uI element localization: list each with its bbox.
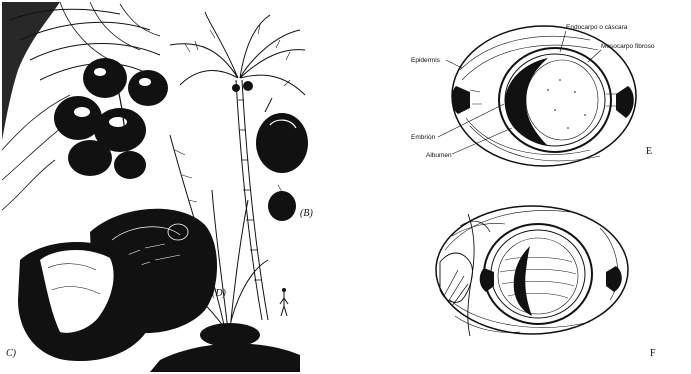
panel-label-c: C) — [6, 348, 17, 359]
label-albumen: Albumen — [426, 152, 452, 159]
coconut-fruits — [256, 98, 308, 221]
label-epidermis: Epidermis — [411, 57, 441, 64]
panel-label-d: (D) — [212, 288, 227, 299]
coconut-cross-section-e: Endocarpo o cáscara Mesocarpo fibroso Ep… — [411, 24, 655, 166]
fruit-cluster — [54, 58, 168, 179]
label-embryo: Embrión — [411, 134, 436, 141]
coconut-palm-illustration: C) (B) (D) — [2, 2, 313, 372]
coconut-cross-section-f: F — [436, 206, 656, 359]
label-endocarp: Endocarpo o cáscara — [566, 24, 628, 31]
panel-label-e: E — [646, 146, 652, 157]
halved-coconut — [18, 209, 217, 361]
panel-label-b: (B) — [300, 208, 313, 219]
label-mesocarp: Mesocarpo fibroso — [601, 43, 655, 50]
panel-label-f: F — [650, 348, 656, 359]
